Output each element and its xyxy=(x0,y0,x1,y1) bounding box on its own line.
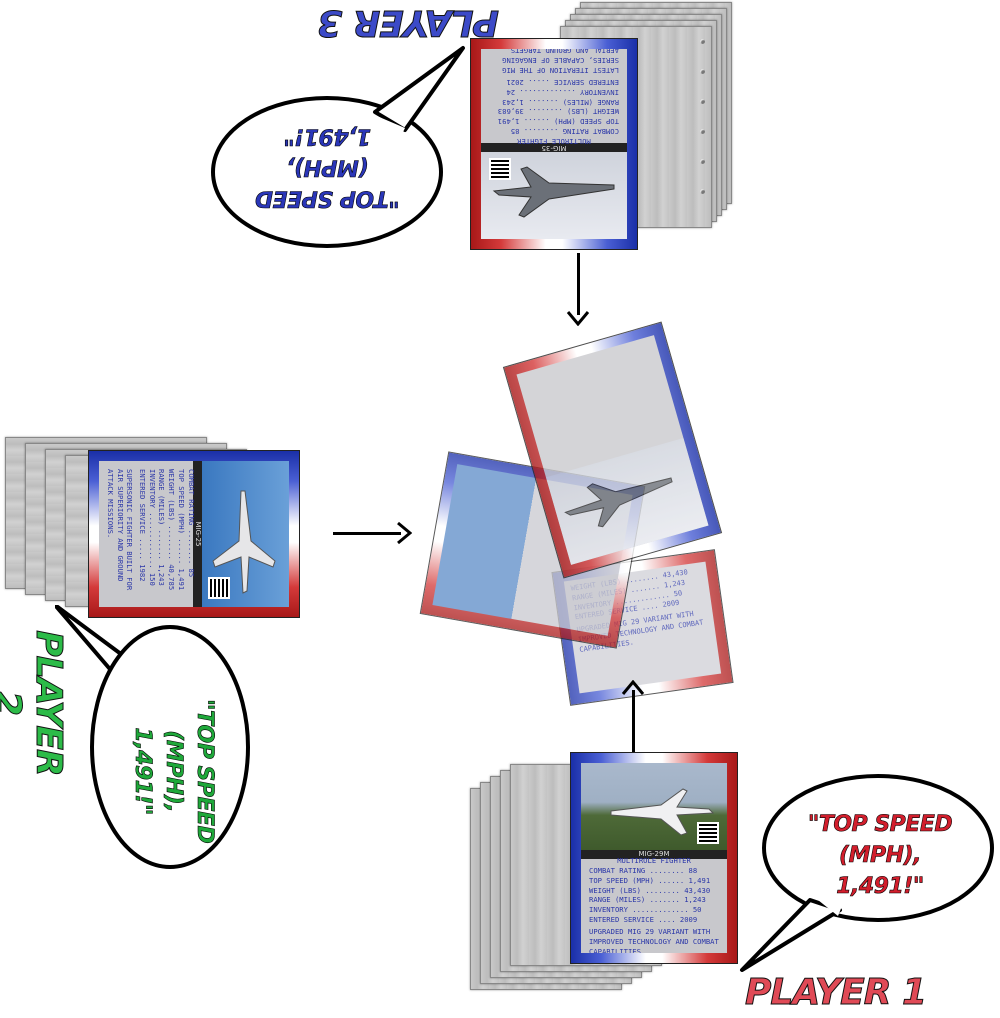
stat-line: RANGE (MILES) ....... 1,243 xyxy=(502,97,619,107)
stat-line: COMBAT RATING ........ 85 xyxy=(510,126,619,136)
speech-line: "TOP SPEED (MPH), xyxy=(255,154,400,211)
player1-label: PLAYER 1 xyxy=(744,972,927,1014)
speech-bubble-shape xyxy=(53,603,250,869)
arrowhead-right-icon xyxy=(397,521,412,545)
stat-line: COMBAT RATING ........ 88 xyxy=(589,866,698,876)
player3-speech-bubble: "TOP SPEED (MPH), 1,491!" xyxy=(205,40,475,250)
stat-line: WEIGHT (LBS) ........ 43,430 xyxy=(589,885,711,895)
card-description: UPGRADED MIG 29 VARIANT WITH IMPROVED TE… xyxy=(589,927,719,953)
speech-line: "TOP SPEED (MPH), xyxy=(807,812,953,868)
rivet xyxy=(700,189,705,194)
stat-line: TOP SPEED (MPH) ...... 1,491 xyxy=(176,469,186,591)
player3-label: PLAYER 3 xyxy=(318,2,500,44)
player1-speech-bubble: "TOP SPEED (MPH), 1,491!" xyxy=(730,770,1000,975)
player3-top-card[interactable]: MIG-35 MULTIROLE FIGHTER COMBAT RATING .… xyxy=(470,38,638,250)
arrow-right xyxy=(333,532,401,535)
jet-icon xyxy=(610,788,715,836)
speech-text: "TOP SPEED (MPH), 1,491!" xyxy=(770,810,990,902)
card-stats: MULTIROLE FIGHTER COMBAT RATING ........… xyxy=(481,49,627,152)
card-title: MIG-29M xyxy=(581,850,727,860)
speech-line: "TOP SPEED (MPH), xyxy=(161,699,218,844)
stat-line: COMBAT RATING ........ 85 xyxy=(186,469,196,578)
stat-line: WEIGHT (LBS) ........ 39,683 xyxy=(497,107,619,117)
qr-code-icon xyxy=(207,577,230,599)
qr-code-icon xyxy=(489,157,511,180)
arrow-down xyxy=(577,253,580,315)
center-card-pile: WEIGHT (LBS) ........ 43,430 RANGE (MILE… xyxy=(419,310,770,710)
speech-line: 1,491!" xyxy=(836,873,925,899)
rivet xyxy=(700,69,705,74)
card-role: MULTIROLE FIGHTER xyxy=(517,136,591,146)
speech-text: "TOP SPEED (MPH), 1,491!" xyxy=(127,661,219,881)
stat-line: WEIGHT (LBS) ........ 40,785 xyxy=(167,469,177,591)
stat-line: RANGE (MILES) ....... 1,243 xyxy=(157,469,167,586)
jet-icon xyxy=(492,166,615,218)
stat-line: INVENTORY ............. 24 xyxy=(506,88,619,97)
player1-top-card[interactable]: MIG-29M MULTIROLE FIGHTER COMBAT RATING … xyxy=(570,752,738,964)
stat-line: RANGE (MILES) ....... 1,243 xyxy=(589,895,706,905)
stat-line: TOP SPEED (MPH) ...... 1,491 xyxy=(589,875,711,885)
player2-speech-bubble: "TOP SPEED (MPH), 1,491!" xyxy=(53,603,255,875)
player2-top-card[interactable]: MIG-25 COMBAT RATING ........ 85 TOP SPE… xyxy=(88,450,300,618)
card-stats: COMBAT RATING ........ 85 TOP SPEED (MPH… xyxy=(99,461,202,607)
rivet xyxy=(700,159,705,164)
player2-label: PLAYER 2 xyxy=(0,630,70,776)
aircraft-photo xyxy=(581,763,727,851)
card-role: MULTIROLE FIGHTER xyxy=(617,856,691,866)
played-card-p3 xyxy=(502,321,723,579)
speech-line: 1,491!" xyxy=(283,123,372,149)
stat-line: ENTERED SERVICE ..... 1982 xyxy=(138,469,147,582)
jet-icon xyxy=(212,490,276,594)
stat-line: ENTERED SERVICE ..... 2021 xyxy=(506,78,619,88)
jet-icon xyxy=(564,477,673,528)
arrow-up xyxy=(632,690,635,752)
aircraft-photo xyxy=(481,151,627,239)
stat-line: INVENTORY ............. 50 xyxy=(589,905,702,914)
stat-line: ENTERED SERVICE .... 2009 xyxy=(589,914,698,924)
arrowhead-up-icon xyxy=(621,680,645,695)
rivet xyxy=(700,129,705,134)
speech-bubble-shape xyxy=(740,774,994,972)
card-stats: MULTIROLE FIGHTER COMBAT RATING ........… xyxy=(581,850,727,953)
aircraft-photo xyxy=(201,461,289,607)
card-description: SUPERSONIC FIGHTER BUILT FOR AIR SUPERIO… xyxy=(105,469,135,591)
speech-text: "TOP SPEED (MPH), 1,491!" xyxy=(225,120,430,212)
stat-line: TOP SPEED (MPH) ...... 1,491 xyxy=(497,117,619,127)
qr-code-icon xyxy=(697,822,719,845)
rivet xyxy=(700,99,705,104)
rivet xyxy=(700,39,705,44)
stat-line: INVENTORY ............. 150 xyxy=(147,469,157,586)
arrowhead-down-icon xyxy=(566,311,590,326)
speech-line: 1,491!" xyxy=(130,727,156,815)
speech-bubble-shape xyxy=(211,46,465,248)
card-description: LATEST ITERATION OF THE MIG SERIES, CAPA… xyxy=(502,49,619,75)
